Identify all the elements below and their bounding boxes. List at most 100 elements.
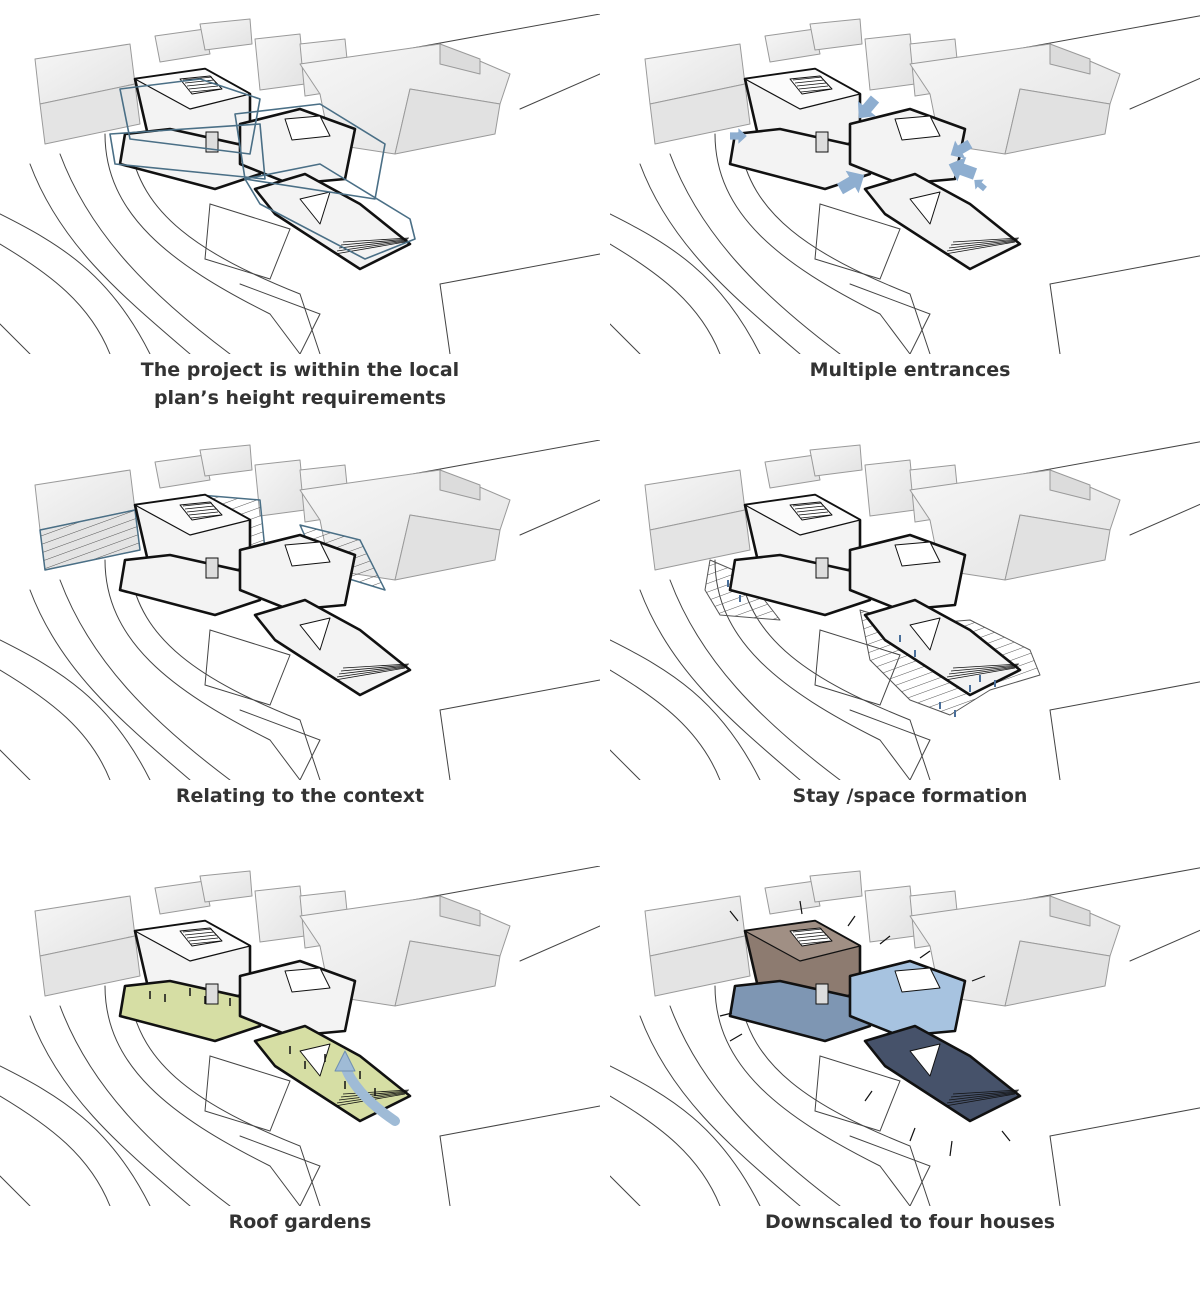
terrace-step	[952, 237, 1020, 243]
terrace-step	[338, 665, 408, 675]
terrace-step	[340, 238, 409, 246]
plot-outline	[849, 709, 931, 780]
street-line	[1049, 709, 1061, 780]
skylight-line	[190, 88, 221, 93]
height-envelope	[119, 78, 261, 155]
height-envelope	[244, 163, 416, 260]
context-building	[1004, 940, 1111, 1007]
street-line	[0, 749, 31, 780]
street-line	[0, 1065, 151, 1206]
skylight-line	[190, 940, 221, 945]
street-line	[104, 133, 301, 354]
massing-drawing-roof	[0, 866, 600, 1206]
skylight-line	[186, 508, 217, 513]
skylight-line	[798, 511, 829, 516]
street-line	[59, 1005, 231, 1206]
street-line	[0, 323, 31, 354]
radiating-line	[729, 1033, 743, 1042]
diagram-panel-houses: Downscaled to four houses	[610, 866, 1200, 1296]
height-envelope	[109, 123, 266, 180]
entrance-arrow-icon	[974, 179, 987, 192]
courtyard-void	[909, 191, 941, 225]
street-line	[610, 669, 721, 780]
skylight-line	[792, 76, 823, 81]
street-line	[639, 163, 801, 354]
terrace-step	[948, 239, 1018, 249]
radiating-line	[949, 1140, 953, 1157]
diagram-panel-height: The project is within the local plan’s h…	[0, 14, 600, 444]
street-line	[610, 243, 721, 354]
context-building	[864, 33, 916, 91]
plot-outline	[239, 283, 321, 354]
plot-outline	[814, 1055, 901, 1132]
terrace-step	[944, 667, 1016, 681]
street-line	[59, 579, 231, 780]
plot-outline	[849, 1135, 931, 1206]
context-building	[764, 880, 821, 915]
terrace-step	[334, 667, 406, 681]
context-building	[154, 28, 211, 63]
caption-height: The project is within the local plan’s h…	[0, 356, 600, 412]
street-line	[0, 1095, 111, 1206]
skylight-icon	[284, 115, 331, 141]
house-volume	[728, 553, 872, 617]
context-building	[254, 885, 306, 943]
terrace-step	[338, 1091, 408, 1101]
massing-drawing-stay	[610, 441, 1200, 780]
terrace-step	[948, 665, 1018, 675]
skylight-line	[190, 514, 221, 519]
plot-outline	[204, 629, 291, 706]
street-line	[714, 133, 911, 354]
street-line	[439, 1105, 600, 1137]
street-line	[610, 323, 641, 354]
street-line	[29, 589, 191, 780]
street-line	[610, 639, 761, 780]
house-volume	[863, 598, 1022, 697]
context-building	[394, 88, 501, 155]
context-building	[764, 454, 821, 489]
entrance-arrow-icon	[857, 95, 880, 119]
street-line	[0, 669, 111, 780]
terrace-step	[946, 240, 1017, 252]
street-line	[610, 1095, 721, 1206]
street-line	[519, 73, 600, 110]
street-line	[439, 253, 600, 285]
plot-outline	[239, 1135, 321, 1206]
caption-stay: Stay /space formation	[610, 782, 1200, 810]
context-building	[649, 935, 751, 997]
massing-drawing-entrances	[610, 15, 1200, 354]
column-support	[205, 131, 219, 153]
skylight-line	[800, 88, 831, 93]
street-line	[739, 995, 931, 1206]
street-line	[610, 1175, 641, 1206]
entrance-arrow-icon	[948, 156, 978, 182]
entrance-arrow-icon	[837, 170, 865, 195]
context-building	[1049, 43, 1091, 75]
street-line	[669, 1005, 841, 1206]
street-line	[1129, 503, 1200, 536]
radiating-line	[971, 975, 986, 982]
courtyard-void	[299, 617, 331, 651]
street-line	[1049, 1107, 1200, 1137]
street-line	[1049, 283, 1061, 354]
caption-line: Roof gardens	[228, 1211, 372, 1233]
street-line	[1129, 929, 1200, 962]
terrace-step	[342, 663, 410, 669]
house-volume	[863, 1024, 1022, 1123]
context-building	[649, 509, 751, 571]
street-line	[104, 559, 301, 780]
context-building	[199, 18, 253, 51]
context-building	[809, 444, 863, 477]
street-line	[439, 709, 451, 780]
caption-line: Downscaled to four houses	[764, 1211, 1056, 1233]
context-building	[809, 870, 863, 903]
context-building	[394, 940, 501, 1007]
street-line	[1049, 1135, 1061, 1206]
house-volume	[253, 1024, 412, 1123]
context-building	[864, 459, 916, 517]
street-line	[129, 995, 321, 1206]
context-building	[1004, 514, 1111, 581]
caption-houses: Downscaled to four houses	[610, 1208, 1200, 1236]
skylight-line	[188, 511, 219, 516]
skylight-line	[188, 85, 219, 90]
